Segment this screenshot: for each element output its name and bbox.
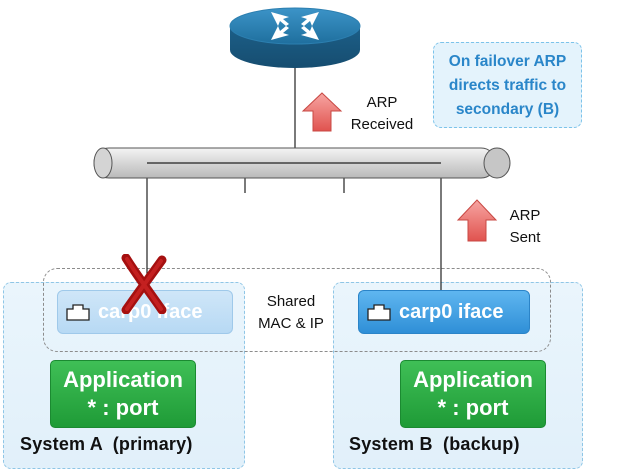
system-b-app-title: Application: [413, 367, 533, 392]
arp-sent-label: ARP Sent: [509, 207, 541, 246]
system-a-app-title: Application: [63, 367, 183, 392]
ethernet-port-icon: [66, 304, 90, 321]
system-b-label: System B (backup): [349, 434, 520, 454]
router-icon: [229, 7, 361, 68]
system-b-application-box: Application * : port: [400, 360, 546, 428]
arp-received-label: ARP Received: [350, 94, 414, 133]
ethernet-port-icon: [367, 304, 391, 321]
arp-sent-arrow-icon: [456, 199, 498, 242]
system-b-app-port: * : port: [437, 395, 509, 420]
system-b-iface-label: carp0 iface: [399, 300, 504, 323]
arp-received-arrow-icon: [301, 92, 343, 132]
shared-mac-ip-label: Shared MAC & IP: [258, 293, 324, 332]
system-a-application-box: Application * : port: [50, 360, 196, 428]
system-a-app-port: * : port: [87, 395, 159, 420]
shared-mac-ip-region: [43, 268, 551, 352]
system-b-carp0-iface: carp0 iface: [358, 290, 530, 334]
failure-x-icon: [121, 254, 167, 314]
failover-callout: On failover ARP directs traffic to secon…: [433, 42, 582, 128]
system-a-label: System A (primary): [20, 434, 193, 454]
